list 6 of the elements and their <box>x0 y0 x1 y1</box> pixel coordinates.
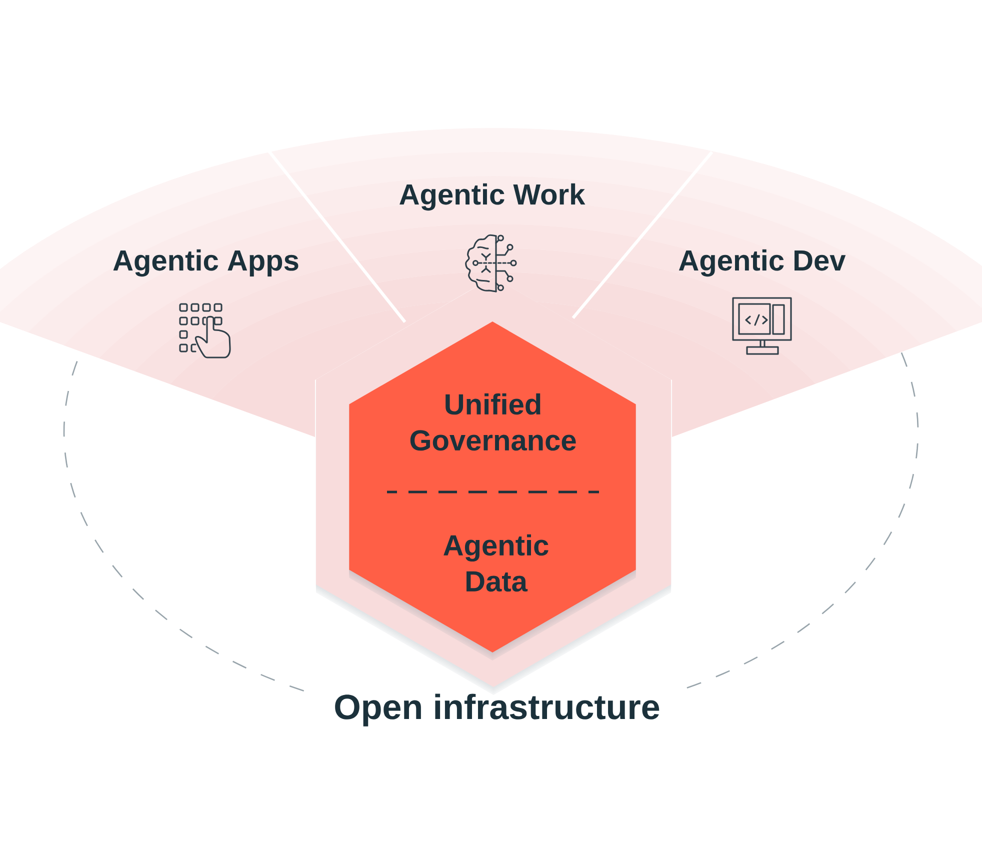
node-label: Agentic Data <box>444 534 548 592</box>
segment-title: Agentic Dev <box>678 249 846 277</box>
segment-title: Agentic Work <box>400 183 586 211</box>
hexagon: Unified Governance Agentic Data <box>349 322 636 652</box>
node-label: Unified Governance <box>410 393 576 451</box>
segment-title: Agentic Apps <box>113 249 298 277</box>
